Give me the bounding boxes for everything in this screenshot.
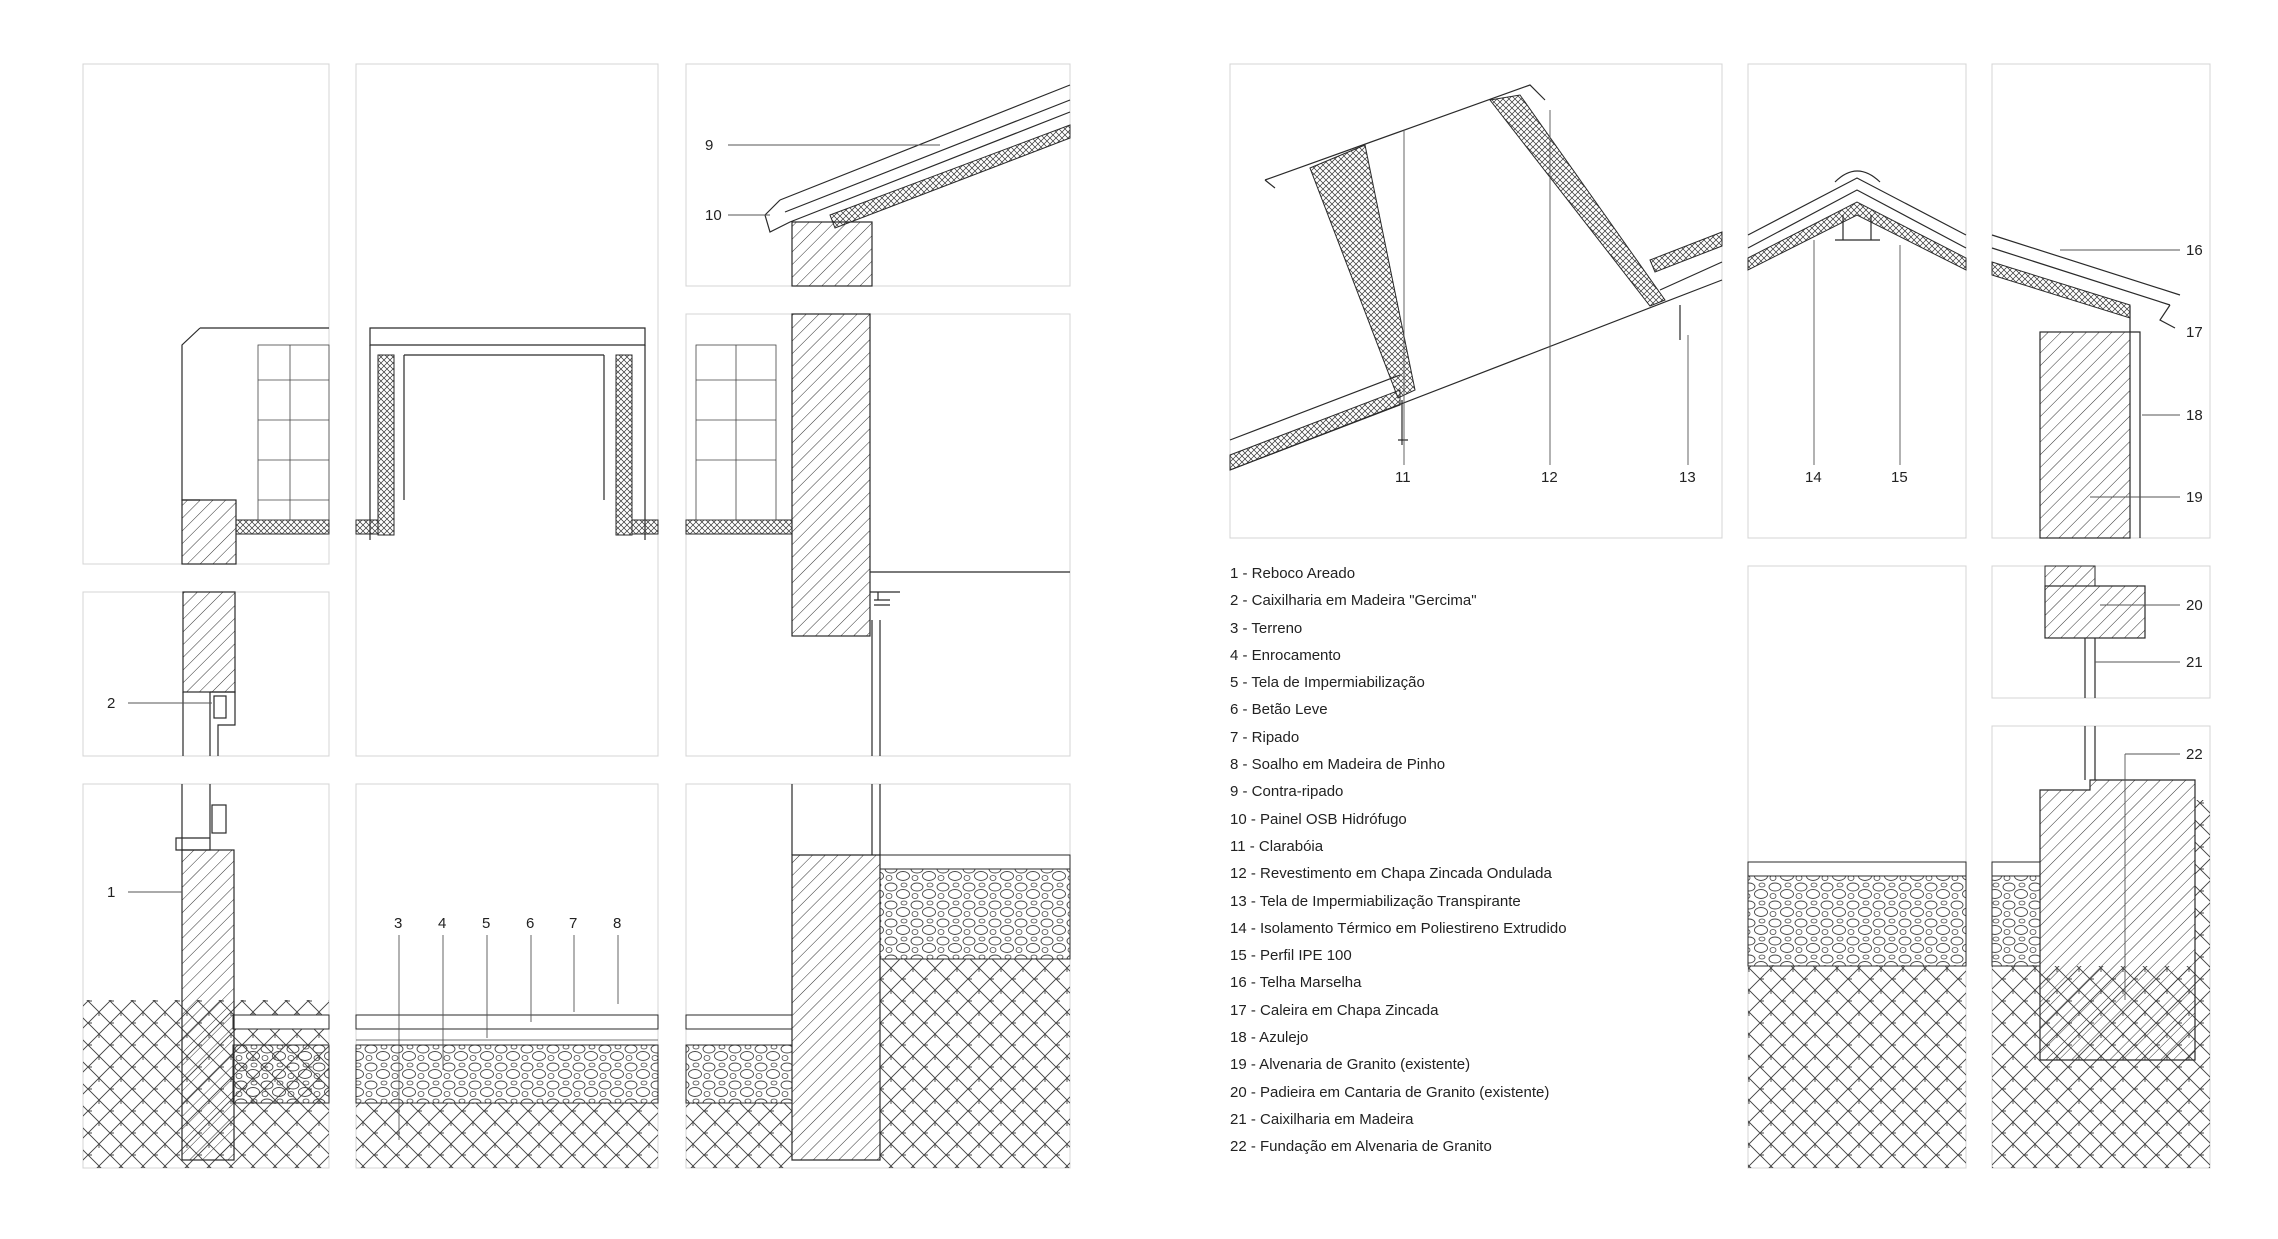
callout-10: 10 bbox=[705, 207, 722, 224]
panel-g-wall-head bbox=[685, 313, 1071, 757]
legend-item: 12 - Revestimento em Chapa Zincada Ondul… bbox=[1230, 865, 1552, 883]
panel-j-ridge: 14 15 bbox=[1747, 63, 1967, 539]
callout-19: 19 bbox=[2186, 489, 2203, 506]
callout-7: 7 bbox=[569, 915, 577, 932]
legend-item: 13 - Tela de Impermiabilização Transpira… bbox=[1230, 892, 1521, 910]
legend-list: 1 - Reboco Areado 2 - Caixilharia em Mad… bbox=[1230, 560, 1567, 1161]
callout-18: 18 bbox=[2186, 407, 2203, 424]
callout-16: 16 bbox=[2186, 242, 2203, 259]
panel-d-skylight-opening bbox=[355, 63, 659, 757]
legend-item: 1 - Reboco Areado bbox=[1230, 565, 1356, 582]
callout-3: 3 bbox=[394, 915, 402, 932]
legend-item: 10 - Painel OSB Hidrófugo bbox=[1230, 810, 1407, 828]
callout-17: 17 bbox=[2186, 324, 2203, 341]
panel-n-foundation: 22 bbox=[1991, 725, 2211, 1169]
panel-e-floor-buildup: 3 4 5 6 7 8 bbox=[355, 783, 659, 1169]
callout-14: 14 bbox=[1805, 469, 1822, 486]
legend-item: 18 - Azulejo bbox=[1230, 1029, 1309, 1047]
callout-13: 13 bbox=[1679, 469, 1696, 486]
callout-12: 12 bbox=[1541, 469, 1558, 486]
legend-item: 15 - Perfil IPE 100 bbox=[1230, 947, 1352, 965]
legend-item: 3 - Terreno bbox=[1230, 619, 1303, 637]
panel-m-lintel: 20 21 bbox=[1991, 565, 2211, 699]
panel-l-eave-gutter: 16 17 18 19 bbox=[1991, 63, 2211, 539]
callout-21: 21 bbox=[2186, 654, 2203, 671]
callout-2: 2 bbox=[107, 695, 115, 712]
panel-f-eave: 9 10 bbox=[685, 63, 1071, 287]
legend-item: 20 - Padieira em Cantaria de Granito (ex… bbox=[1230, 1083, 1550, 1101]
callout-1: 1 bbox=[107, 884, 115, 901]
legend-item: 22 - Fundação em Alvenaria de Granito bbox=[1230, 1138, 1492, 1156]
panel-c-wall-foundation: 1 bbox=[82, 783, 330, 1169]
legend-item: 17 - Caleira em Chapa Zincada bbox=[1230, 1001, 1439, 1019]
legend-item: 9 - Contra-ripado bbox=[1230, 783, 1344, 801]
panel-b-window-sill: 2 bbox=[82, 591, 330, 757]
panel-i-skylight-section: 11 12 13 bbox=[1229, 63, 1723, 539]
legend-item: 2 - Caixilharia em Madeira "Gercima" bbox=[1230, 592, 1477, 610]
panel-h-wall-foundation bbox=[685, 783, 1071, 1169]
legend-item: 8 - Soalho em Madeira de Pinho bbox=[1230, 756, 1446, 774]
legend-item: 4 - Enrocamento bbox=[1230, 646, 1341, 664]
callout-9: 9 bbox=[705, 137, 713, 154]
callout-20: 20 bbox=[2186, 597, 2203, 614]
callout-8: 8 bbox=[613, 915, 621, 932]
callout-11: 11 bbox=[1395, 469, 1411, 486]
callout-5: 5 bbox=[482, 915, 490, 932]
callout-6: 6 bbox=[526, 915, 534, 932]
legend-item: 11 - Clarabóia bbox=[1230, 837, 1324, 855]
legend-item: 19 - Alvenaria de Granito (existente) bbox=[1230, 1056, 1471, 1074]
callout-15: 15 bbox=[1891, 469, 1908, 486]
callout-4: 4 bbox=[438, 915, 446, 932]
legend-item: 7 - Ripado bbox=[1230, 728, 1300, 746]
legend-item: 6 - Betão Leve bbox=[1230, 701, 1328, 719]
legend-item: 14 - Isolamento Térmico em Poliestireno … bbox=[1230, 919, 1567, 937]
legend-item: 5 - Tela de Impermiabilização bbox=[1230, 674, 1425, 692]
panel-a-window-head bbox=[82, 63, 330, 565]
legend-item: 21 - Caixilharia em Madeira bbox=[1230, 1110, 1414, 1128]
legend-item: 16 - Telha Marselha bbox=[1230, 974, 1362, 992]
callout-22: 22 bbox=[2186, 746, 2203, 763]
panel-k-floor bbox=[1747, 565, 1967, 1169]
